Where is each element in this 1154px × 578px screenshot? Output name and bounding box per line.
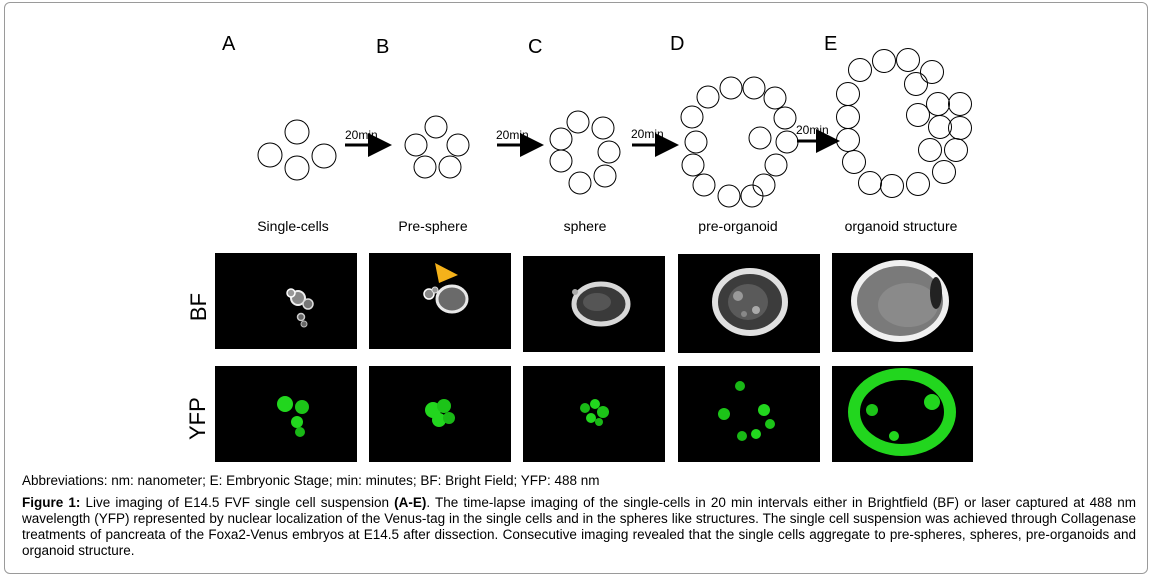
bf-image-a [215,253,357,349]
cell-circle [926,92,950,116]
cell-circle [446,133,470,157]
arrow-label-4: 20min [796,123,829,137]
schematic-sphere [549,110,621,195]
cell-circle [424,115,448,139]
cell-circle [880,174,904,198]
caption-part1: Live imaging of E14.5 FVF single cell su… [80,495,395,510]
row-label-yfp: YFP [185,397,210,440]
schematic-organoid [836,48,972,198]
bf-image-c [523,256,665,352]
cell-circle [549,127,573,151]
yfp-image-a [215,366,357,462]
arrow-label-1: 20min [345,128,378,142]
cell-circle [836,82,860,106]
cell-circle [918,138,942,162]
cell-circle [740,184,764,208]
cell-circle [719,76,743,100]
cell-circle [773,106,797,130]
cell-circle [775,130,799,154]
cell-circle [944,138,968,162]
cell-circle [836,128,860,152]
cell-circle [742,76,766,100]
bf-image-e [832,253,973,352]
arrowhead-marker [435,263,458,283]
panel-letter-d: D [670,33,685,55]
cell-circle [438,155,462,179]
cell-circle [593,164,617,188]
stage-label-sphere: sphere [563,218,607,234]
caption-label: Figure 1: [22,495,81,510]
stage-label-pre-organoid: pre-organoid [698,218,778,234]
cell-circle [872,49,896,73]
cell-circle [696,85,720,109]
cell-circle [597,140,621,164]
caption-part2: . The time-lapse imaging of the single-c… [22,495,1136,558]
yfp-image-d [678,366,820,462]
row-label-bf: BF [186,292,211,322]
caption-ref: (A-E) [394,495,427,510]
panel-letter-e: E [824,33,838,55]
cell-circle [763,86,787,110]
cell-circle [549,149,573,173]
yfp-image-c [523,366,665,462]
cell-circle [858,171,882,195]
schematic-single-cells [257,119,337,181]
cell-circle [748,126,772,150]
panel-letter-c: C [528,36,543,58]
abbreviations-text: Abbreviations: nm: nanometer; E: Embryon… [22,473,600,488]
cell-circle [257,142,283,168]
stage-label-pre-sphere: Pre-sphere [398,218,468,234]
cell-circle [842,150,866,174]
cell-circle [692,173,716,197]
bf-image-b [369,253,511,349]
yfp-image-e [832,366,973,462]
panel-letter-a: A [222,33,236,55]
cell-circle [836,105,860,129]
stage-label-organoid: organoid structure [844,218,958,234]
cell-circle [752,173,776,197]
cell-circle [764,153,788,177]
yfp-image-b [369,366,511,462]
bf-image-d [678,254,820,353]
cell-circle [896,48,920,72]
cell-circle [566,110,590,134]
cell-circle [568,171,592,195]
cell-circle [928,115,952,139]
arrow-label-2: 20min [496,128,529,142]
cell-circle [680,105,704,129]
figure-caption: Figure 1: Live imaging of E14.5 FVF sing… [22,495,1136,559]
cell-circle [717,184,741,208]
cell-aggregation-schematic [257,48,972,208]
cell-circle [920,60,944,84]
schematic-pre-sphere [404,115,470,179]
cell-circle [413,155,437,179]
figure-frame [4,2,1148,574]
cell-circle [906,103,930,127]
cell-circle [684,130,708,154]
cell-circle [948,92,972,116]
cell-circle [932,160,956,184]
cell-circle [591,116,615,140]
panel-letter-b: B [376,36,390,58]
arrow-label-3: 20min [631,127,664,141]
cell-circle [906,172,930,196]
schematic-pre-organoid [680,76,799,208]
stage-label-single-cells: Single-cells [257,218,329,234]
cell-circle [848,58,872,82]
cell-circle [284,155,310,181]
cell-circle [311,143,337,169]
cell-circle [681,153,705,177]
cell-circle [904,72,928,96]
cell-circle [404,133,428,157]
cell-circle [284,119,310,145]
